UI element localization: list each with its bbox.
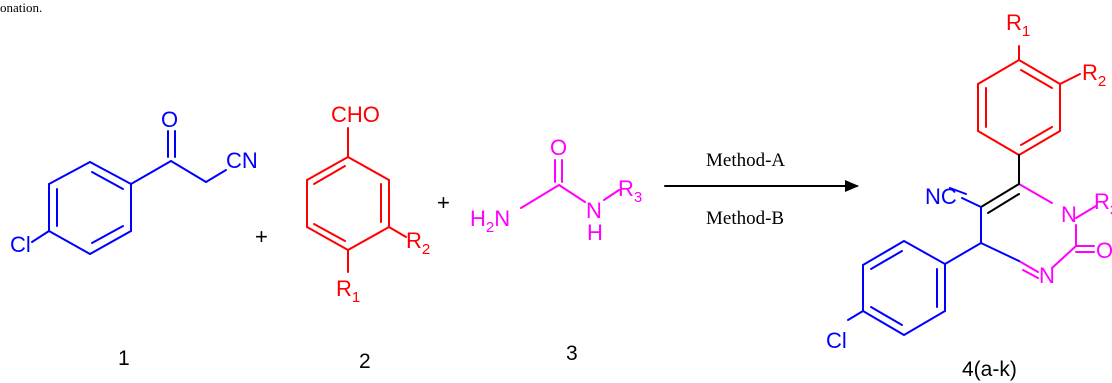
substituent-r2: R2: [406, 228, 430, 258]
compound-2-structure: CHO R2 R1: [306, 102, 430, 306]
compound-2-number: 2: [359, 350, 371, 373]
compound-1-structure: O CN Cl: [10, 107, 258, 257]
plus-sign-2: +: [437, 190, 450, 215]
plus-sign-1: +: [255, 224, 268, 249]
urea-hydrogen: H: [587, 220, 603, 245]
product-carbonyl-oxygen: O: [1096, 238, 1112, 263]
reaction-arrow: Method-A Method-B: [664, 150, 859, 229]
product-r3: R3: [1094, 189, 1112, 219]
compound-3-number: 3: [566, 342, 578, 365]
product-n1: N: [1061, 202, 1077, 227]
urea-oxygen: O: [550, 135, 567, 160]
compound-3-structure: O H2N N H R3: [470, 135, 642, 245]
atom-label-chlorine: Cl: [10, 232, 31, 257]
atom-label-oxygen: O: [161, 107, 178, 132]
atom-label-cyano: CN: [226, 148, 258, 173]
product-4-structure: R1 R2 NC N N O R3: [826, 10, 1112, 353]
urea-amine: H2N: [470, 206, 510, 236]
product-nitrile: NC: [925, 184, 957, 209]
caption-fragment: onation.: [0, 0, 42, 15]
product-chlorine: Cl: [826, 328, 847, 353]
product-n3: N: [1039, 263, 1055, 288]
substituent-r3: R3: [618, 176, 642, 206]
urea-nitrogen: N: [586, 198, 602, 223]
atom-label-cho: CHO: [331, 102, 380, 127]
substituent-r1: R1: [336, 276, 360, 306]
product-r2: R2: [1082, 60, 1106, 90]
product-number: 4(a-k): [962, 358, 1017, 381]
condition-method-a: Method-A: [706, 150, 785, 171]
product-r1: R1: [1006, 10, 1030, 40]
condition-method-b: Method-B: [706, 208, 784, 229]
compound-1-number: 1: [118, 347, 130, 370]
